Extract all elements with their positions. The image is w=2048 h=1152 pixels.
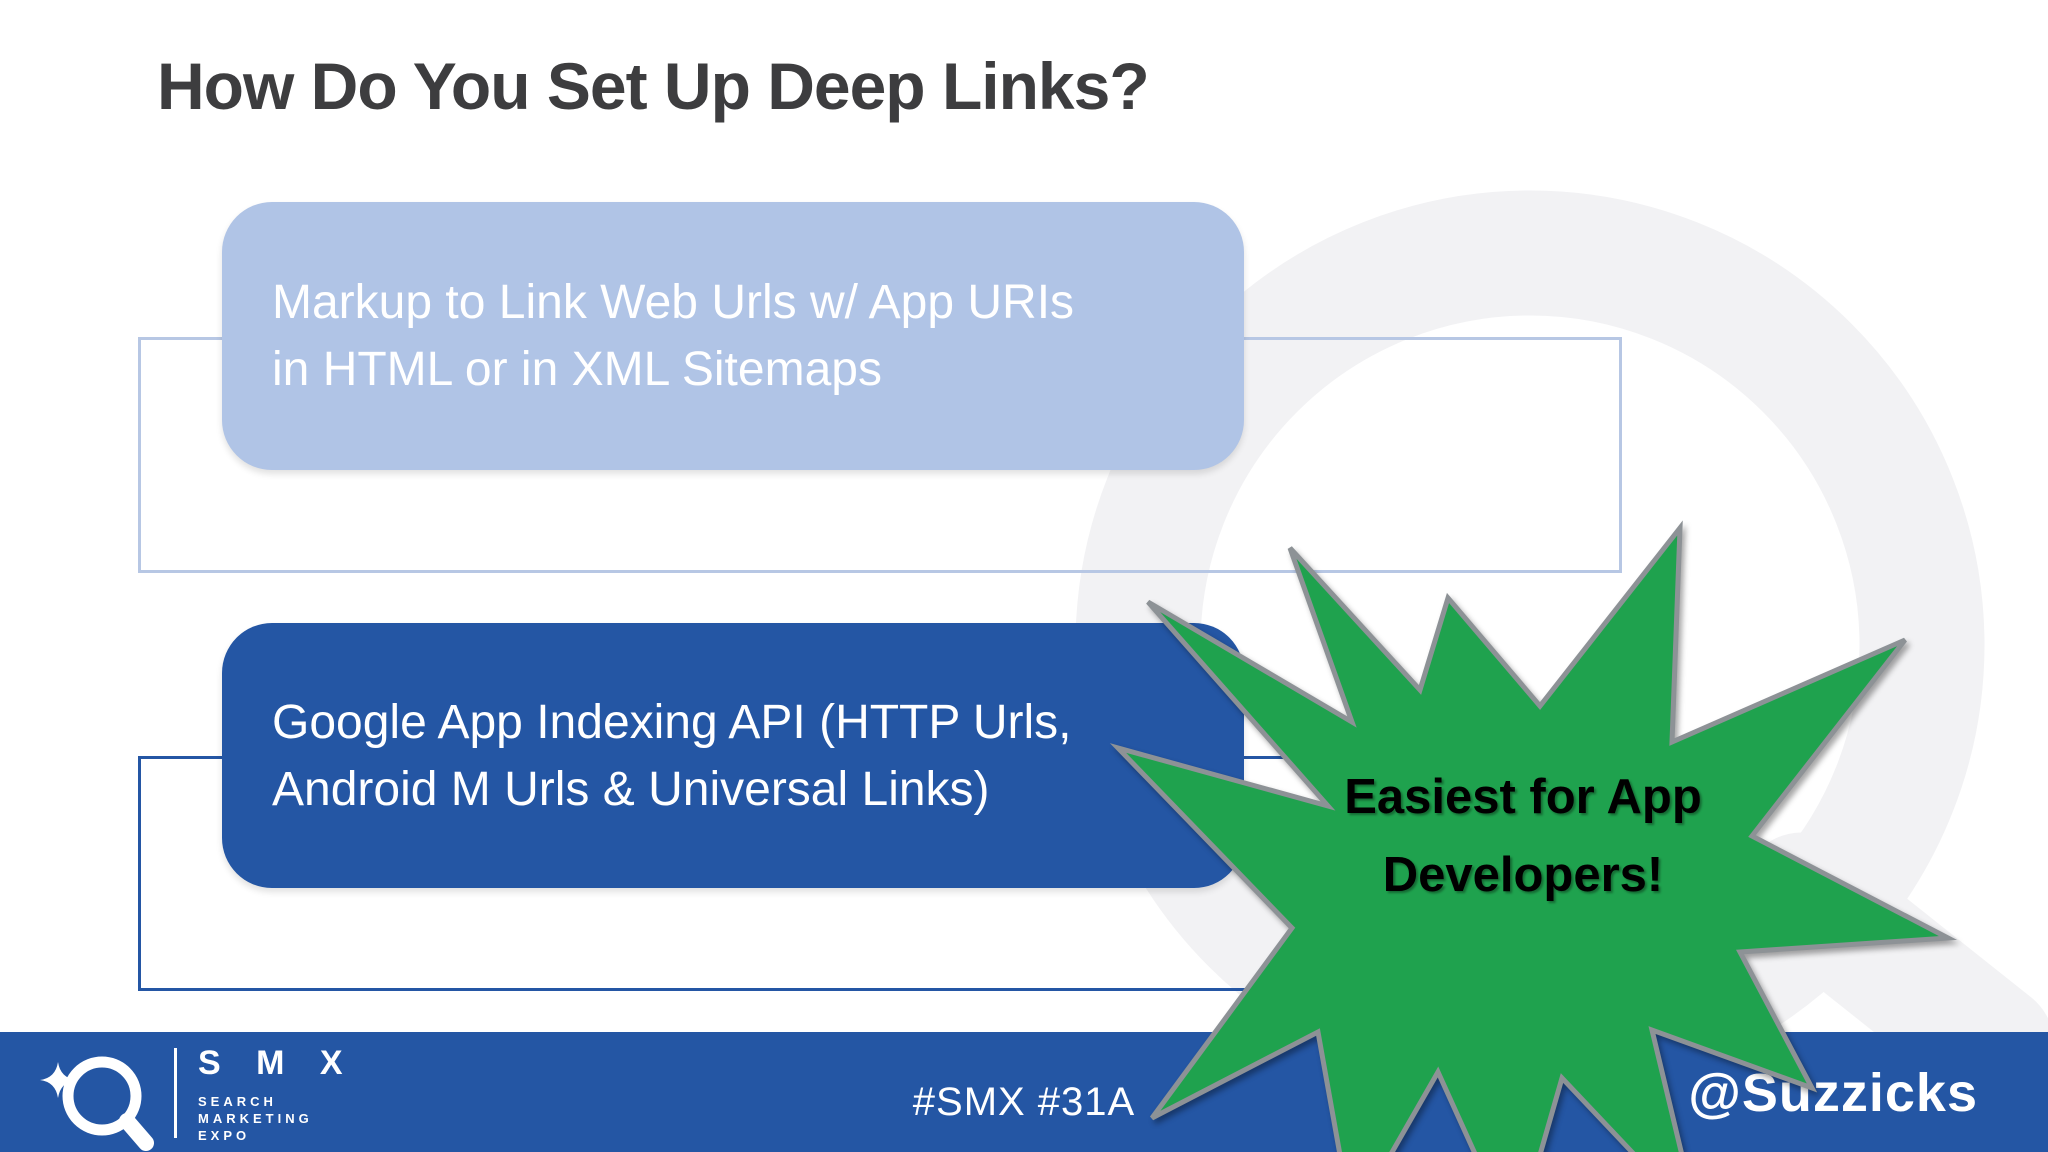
twitter-handle: @Suzzicks [1688, 1063, 1978, 1123]
brand-tagline-search: SEARCH [198, 1094, 277, 1109]
brand-letters: S M X [198, 1044, 356, 1082]
brand-tagline-marketing: MARKETING [198, 1111, 313, 1126]
smartart-box-api-line1: Google App Indexing API (HTTP Urls, [272, 695, 1072, 749]
starburst-polygon [1109, 520, 1958, 1152]
smartart-box-markup-line2: in HTML or in XML Sitemaps [272, 343, 882, 396]
magnifier-handle [119, 1113, 154, 1151]
magnifier-icon [40, 1056, 154, 1151]
smartart-box-api: Google App Indexing API (HTTP Urls, Andr… [222, 623, 1244, 888]
callout-line2: Developers! [1382, 848, 1664, 902]
brand-block: S M X SEARCH MARKETING EXPO [198, 1044, 356, 1144]
sparkle-icon [40, 1062, 76, 1098]
smartart-box-api-line2: Android M Urls & Universal Links) [272, 762, 990, 816]
footer-logo-divider [174, 1048, 177, 1138]
brand-tagline-expo: EXPO [198, 1128, 251, 1143]
smartart-box-markup: Markup to Link Web Urls w/ App URIs in H… [222, 202, 1244, 470]
slide-title: How Do You Set Up Deep Links? [157, 49, 1150, 123]
magnifier-lens [62, 1056, 142, 1136]
smartart-box-markup-line1: Markup to Link Web Urls w/ App URIs [272, 276, 1075, 329]
callout-text: Easiest for App Developers! [1283, 758, 1763, 914]
brand-tagline: SEARCH MARKETING EXPO [198, 1093, 356, 1144]
event-hashtags: #SMX #31A [912, 1080, 1136, 1124]
callout-line1: Easiest for App [1344, 770, 1702, 824]
